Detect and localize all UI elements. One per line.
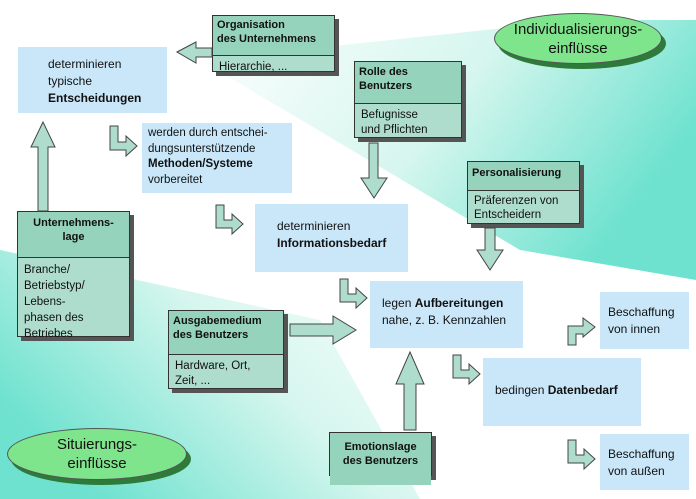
box-organisation: Organisation des Unternehmens Hierarchie… (212, 15, 335, 73)
informationsbedarf-line1: determinieren (277, 219, 351, 233)
bent-arrow-4 (452, 354, 481, 386)
arrow-ausgabemedium (289, 315, 357, 345)
aufbereitungen-line1: legen Aufbereitungen (382, 295, 523, 312)
box-rolle: Rolle des Benutzers Befugnisse und Pflic… (354, 61, 462, 138)
entscheidungen-line1: determinieren (48, 57, 122, 71)
bent-arrow-1 (109, 125, 138, 158)
bent-arrow-innen (567, 317, 596, 346)
arrow-emotionslage (395, 350, 425, 431)
beschaffung-innen-line1: Beschaffung (608, 305, 675, 319)
arrow-personalisierung (476, 227, 504, 271)
bent-arrow-2 (215, 204, 244, 236)
box-ausgabemedium: Ausgabemedium des Benutzers Hardware, Or… (168, 310, 284, 389)
box-beschaffung-aussen: Beschaffung von außen (600, 434, 689, 490)
methoden-bold: Methoden/Systeme (148, 158, 253, 170)
box-aufbereitungen: legen Aufbereitungen nahe, z. B. Kennzah… (370, 281, 523, 348)
box-personalisierung: Personalisierung Präferenzen von Entsche… (467, 161, 580, 224)
unternehmenslage-header: Unternehmens- lage (18, 212, 129, 258)
ausgabemedium-header: Ausgabemedium des Benutzers (169, 311, 283, 355)
box-unternehmenslage: Unternehmens- lage Branche/ Betriebstyp/… (17, 211, 130, 340)
methoden-line4: vorbereitet (148, 173, 203, 186)
datenbedarf-bold: Datenbedarf (547, 383, 618, 397)
box-informationsbedarf: determinieren Informationsbedarf (255, 204, 408, 272)
methoden-line2: dungsunterstützende (148, 142, 256, 155)
personalisierung-body: Präferenzen von Entscheidern (474, 195, 559, 221)
organisation-body: Hierarchie, ... (219, 61, 288, 73)
organisation-header: Organisation des Unternehmens (213, 16, 334, 56)
rolle-body: Befugnisse und Pflichten (361, 109, 428, 136)
methoden-line1: werden durch entschei- (148, 127, 268, 139)
arrow-unternehmenslage (30, 120, 56, 212)
datenbedarf-pre: bedingen (495, 383, 548, 397)
arrow-rolle (360, 142, 388, 199)
entscheidungen-bold: Entscheidungen (48, 91, 142, 105)
personalisierung-header: Personalisierung (468, 162, 579, 191)
rolle-header: Rolle des Benutzers (355, 62, 461, 104)
ausgabemedium-body: Hardware, Ort, Zeit, ... (175, 360, 251, 387)
unternehmenslage-body: Branche/ Betriebstyp/ Lebens- phasen des… (24, 264, 85, 340)
ellipse-individualisierung: Individualisierungs- einflüsse (494, 13, 662, 64)
informationsbedarf-bold: Informationsbedarf (277, 236, 387, 250)
beschaffung-aussen-line2: von außen (608, 464, 665, 478)
beschaffung-aussen-line1: Beschaffung (608, 447, 675, 461)
beschaffung-innen-line2: von innen (608, 322, 661, 336)
aufbereitungen-line2: nahe, z. B. Kennzahlen (382, 313, 507, 327)
box-entscheidungen: determinieren typische Entscheidungen (18, 47, 167, 113)
ellipse-situierung-label: Situierungs- einflüsse (56, 436, 138, 472)
box-emotionslage: Emotionslage des Benutzers (329, 432, 432, 485)
arrow-organisation (175, 41, 213, 64)
emotionslage-header: Emotionslage des Benutzers (330, 433, 431, 485)
ellipse-situierung: Situierungs- einflüsse (7, 428, 187, 480)
ellipse-individualisierung-label: Individualisierungs- einflüsse (513, 20, 643, 57)
aufbereitungen-pre: legen (382, 296, 415, 310)
bent-arrow-3 (339, 278, 368, 310)
entscheidungen-line2: typische (48, 74, 93, 88)
box-datenbedarf: bedingen Datenbedarf (483, 358, 641, 426)
box-methoden: werden durch entschei- dungsunterstützen… (142, 123, 292, 193)
bent-arrow-aussen (567, 439, 596, 471)
aufbereitungen-bold: Aufbereitungen (414, 296, 504, 310)
box-beschaffung-innen: Beschaffung von innen (600, 292, 689, 349)
